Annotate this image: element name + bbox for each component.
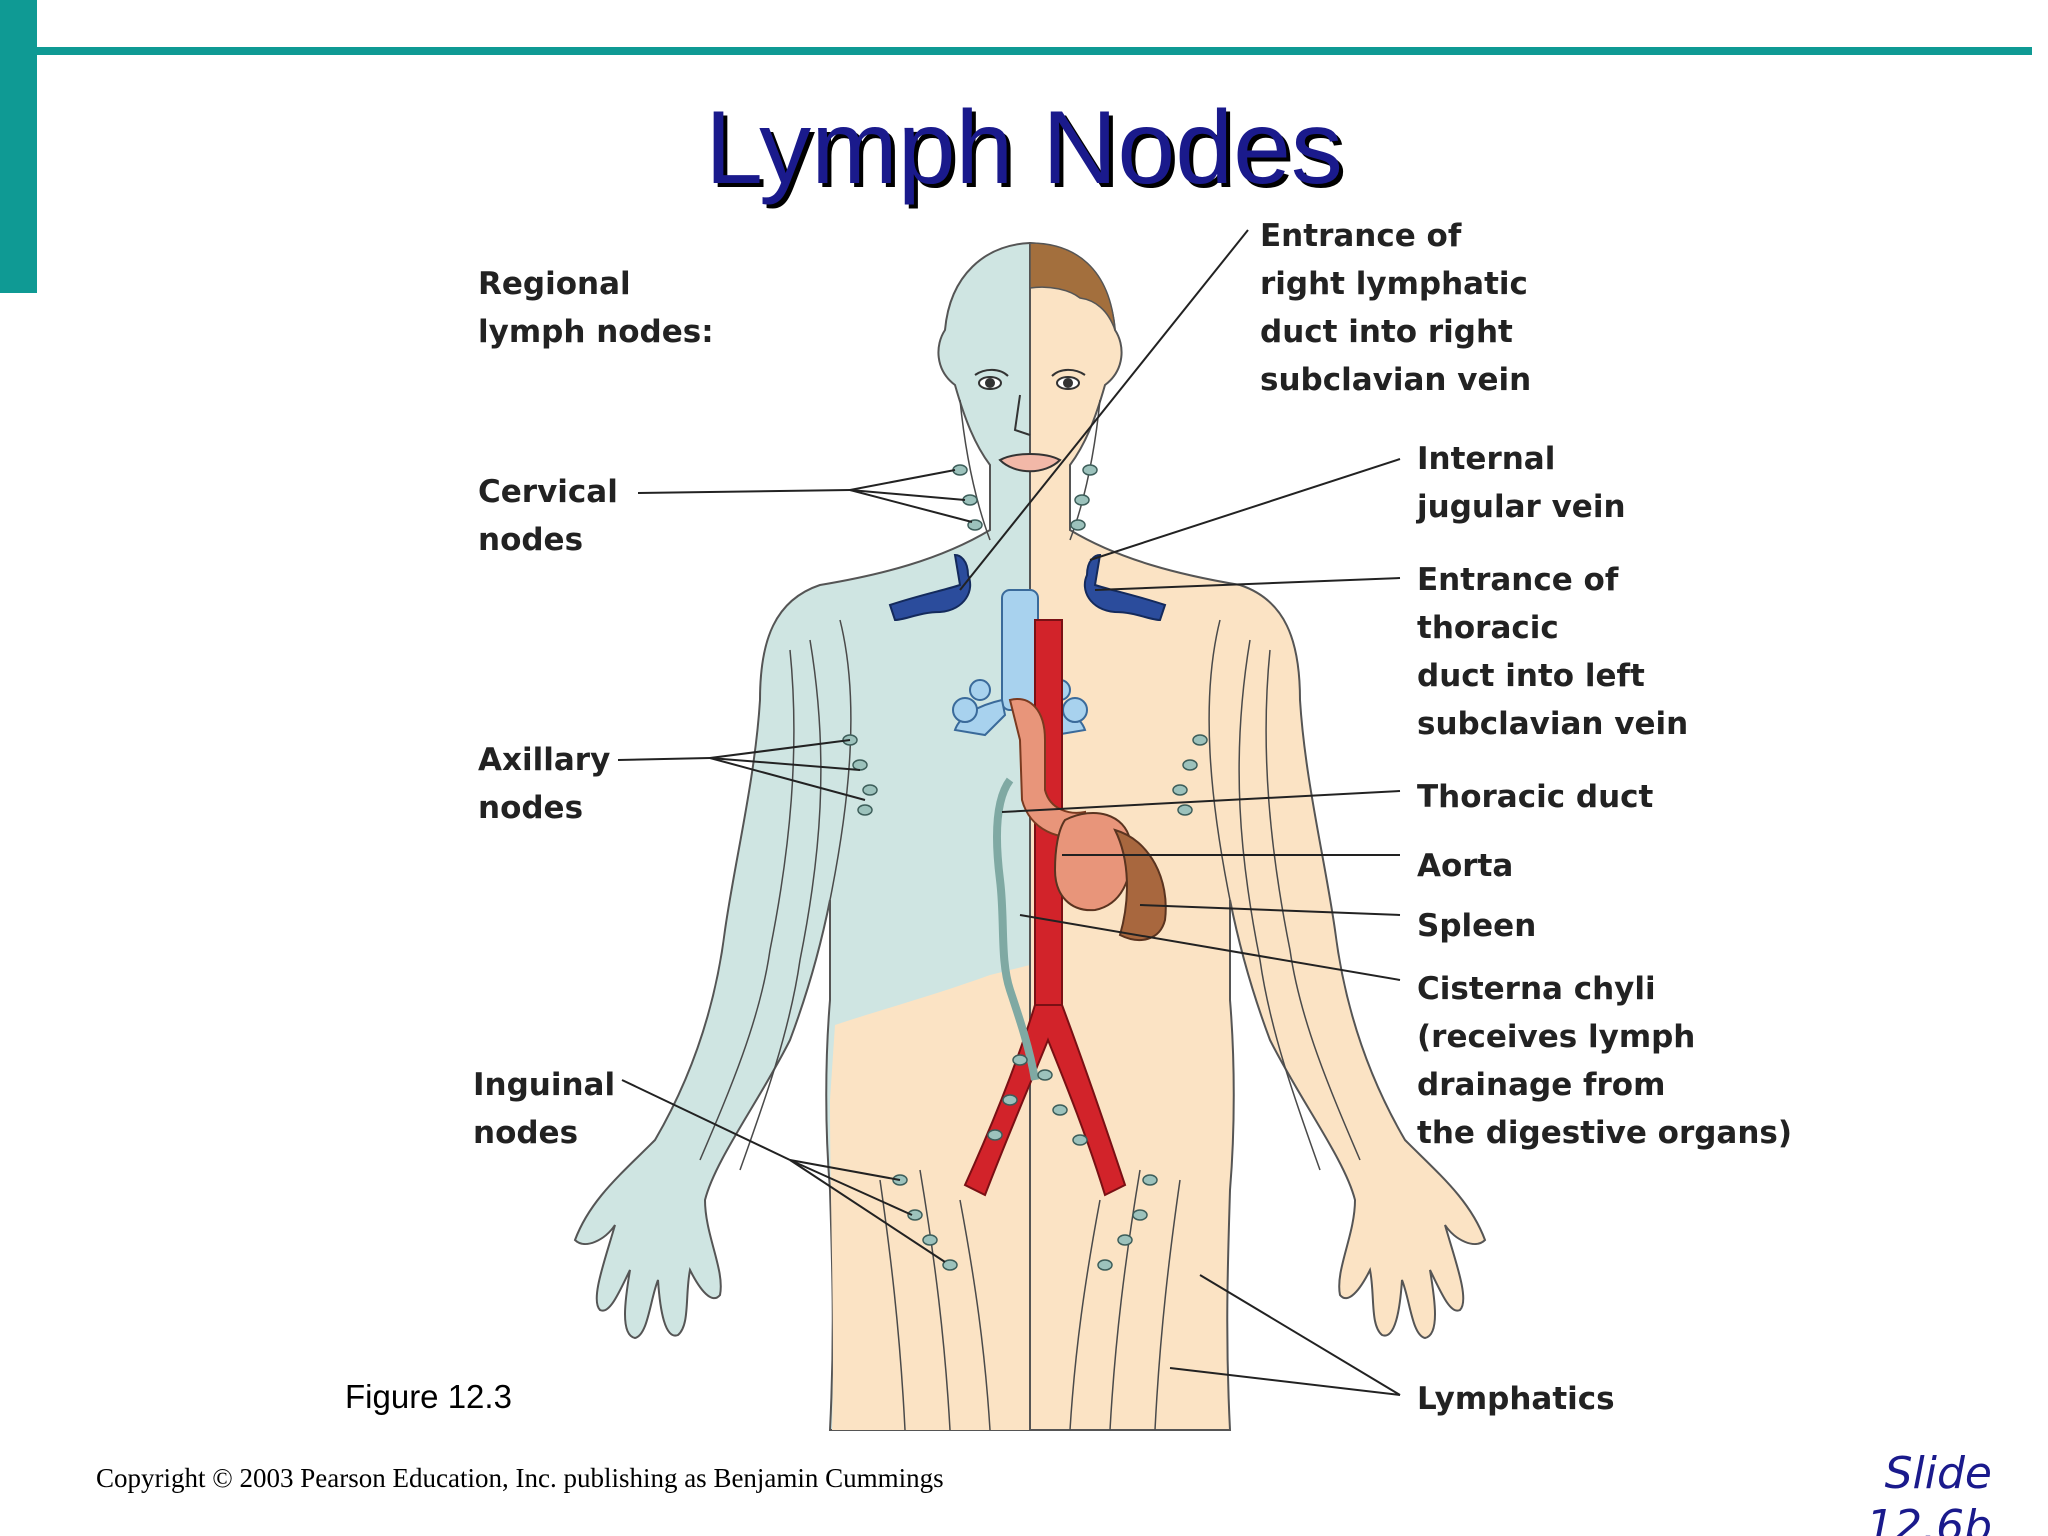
label-line: thoracic xyxy=(1417,610,1559,646)
label-line: Internal xyxy=(1417,441,1556,477)
label-axillary-nodes: Axillary nodes xyxy=(478,736,610,832)
face xyxy=(974,368,1086,473)
slide-number-line: 12.6b xyxy=(1866,1500,1992,1536)
copyright-notice: Copyright © 2003 Pearson Education, Inc.… xyxy=(96,1463,944,1493)
slide-title: Lymph Nodes xyxy=(705,90,1343,206)
label-regional-lymph-nodes: Regional lymph nodes: xyxy=(478,260,714,356)
thoracic-duct-shape xyxy=(993,777,1039,1081)
accent-bar-vertical xyxy=(0,0,37,293)
leader-lines xyxy=(617,229,1401,1396)
lymphatic-vessels xyxy=(699,399,1361,1431)
label-thoracic-duct: Thoracic duct xyxy=(1417,779,1654,815)
label-line: Axillary xyxy=(478,742,611,778)
label-line: duct into right xyxy=(1260,314,1513,350)
label-line: duct into left xyxy=(1417,658,1645,694)
hair xyxy=(1029,242,1116,331)
label-line: drainage from xyxy=(1417,1067,1666,1103)
label-line: Entrance of xyxy=(1260,218,1462,254)
label-line: subclavian vein xyxy=(1260,362,1532,398)
spleen-organs xyxy=(1053,811,1167,941)
slide-number: Slide 12.6b xyxy=(1866,1448,1992,1536)
label-spleen: Spleen xyxy=(1417,908,1537,944)
figure-caption: Figure 12.3 xyxy=(345,1378,512,1415)
label-line: Inguinal xyxy=(473,1067,616,1103)
accent-bar-horizontal xyxy=(37,47,2032,55)
label-line: the digestive organs) xyxy=(1417,1115,1793,1151)
label-internal-jugular-vein: Internal jugular vein xyxy=(1417,435,1626,531)
label-line: nodes xyxy=(473,1115,579,1151)
slide-number-line: Slide xyxy=(1884,1448,1992,1499)
label-line: (receives lymph xyxy=(1417,1019,1696,1055)
label-cisterna-chyli: Cisterna chyli (receives lymph drainage … xyxy=(1417,965,1792,1157)
label-line: subclavian vein xyxy=(1417,706,1689,742)
label-right-lymphatic-duct-entrance: Entrance of right lymphatic duct into ri… xyxy=(1260,212,1531,404)
label-thoracic-duct-entrance: Entrance of thoracic duct into left subc… xyxy=(1417,556,1688,748)
body-right-half xyxy=(1029,241,1487,1431)
label-inguinal-nodes: Inguinal nodes xyxy=(473,1061,615,1157)
label-cervical-nodes: Cervical nodes xyxy=(478,468,618,564)
body-left-half xyxy=(573,241,1031,1431)
label-line: Cisterna chyli xyxy=(1417,971,1656,1007)
label-aorta: Aorta xyxy=(1417,848,1514,884)
label-line: Regional xyxy=(478,266,631,302)
label-line: jugular vein xyxy=(1417,489,1626,525)
label-line: nodes xyxy=(478,522,584,558)
label-line: lymph nodes: xyxy=(478,314,714,350)
label-lymphatics: Lymphatics xyxy=(1417,1381,1615,1417)
label-line: Entrance of xyxy=(1417,562,1619,598)
esophagus xyxy=(1008,698,1086,838)
label-line: nodes xyxy=(478,790,584,826)
label-line: right lymphatic xyxy=(1260,266,1528,302)
label-line: Cervical xyxy=(478,474,618,510)
